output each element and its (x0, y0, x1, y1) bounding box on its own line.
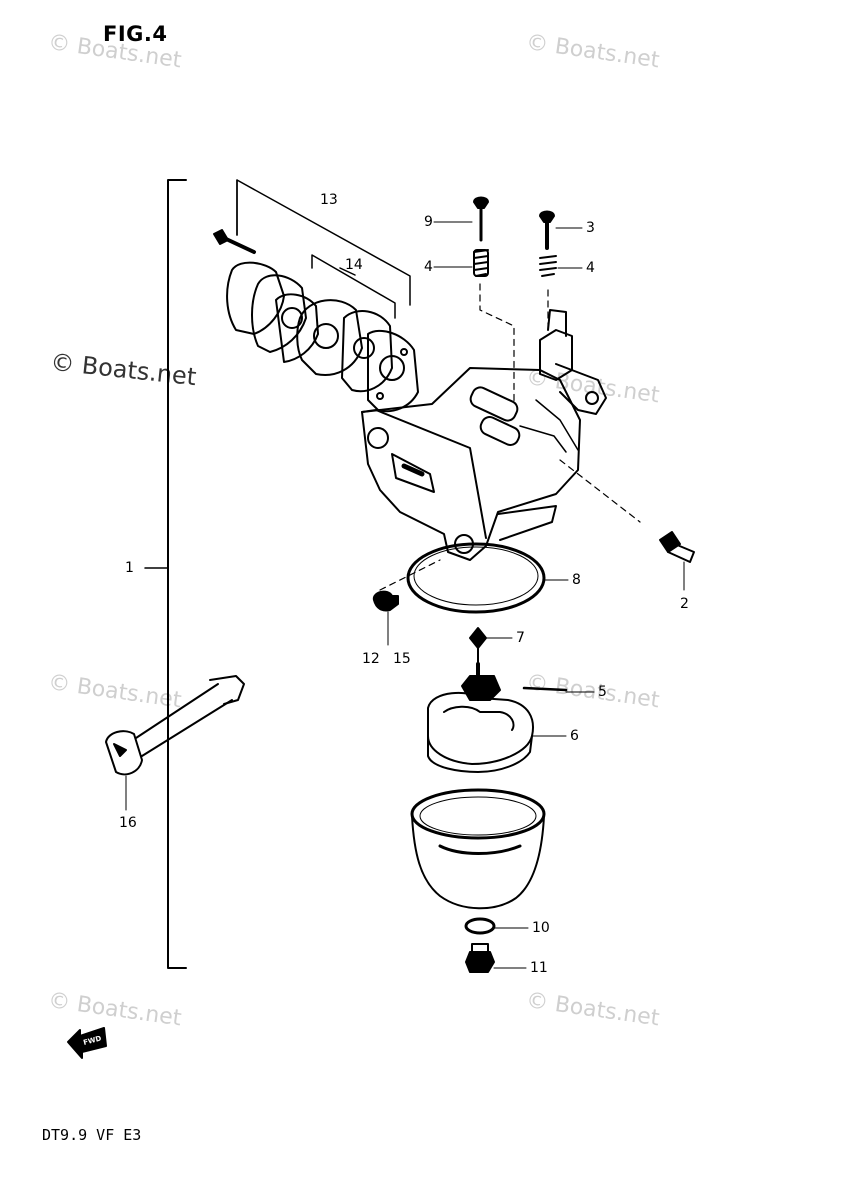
callout-7: 7 (516, 630, 525, 646)
callout-4-left: 4 (424, 259, 433, 275)
callout-8: 8 (572, 572, 581, 588)
bracket-14 (311, 254, 396, 319)
guide-lines (379, 283, 641, 591)
float-6 (427, 662, 534, 773)
screw-12-15 (372, 590, 399, 612)
choke-knob-16 (105, 675, 245, 776)
callout-2: 2 (680, 596, 689, 612)
pump-bolt (213, 229, 256, 254)
bracket-13 (236, 179, 411, 306)
callout-11: 11 (530, 960, 548, 976)
figure-title: FIG.4 (103, 22, 168, 46)
fuel-pump-assembly (226, 261, 419, 413)
assembly-bracket (144, 179, 187, 969)
carburetor-body (361, 309, 607, 561)
callout-16: 16 (119, 815, 137, 831)
model-code: DT9.9 VF E3 (42, 1126, 142, 1144)
gasket-10 (464, 917, 496, 935)
needle-valve-7 (469, 627, 487, 663)
callout-14: 14 (345, 257, 363, 273)
callout-3: 3 (586, 220, 595, 236)
pin-5 (522, 686, 568, 692)
spring-4-left (473, 249, 489, 277)
forward-arrow: FWD (67, 1027, 107, 1059)
callout-4-right: 4 (586, 260, 595, 276)
callout-15: 15 (393, 651, 411, 667)
callout-1: 1 (125, 560, 134, 576)
o-ring-8 (406, 542, 546, 614)
callout-13: 13 (320, 192, 338, 208)
callout-6: 6 (570, 728, 579, 744)
callout-9: 9 (424, 214, 433, 230)
spring-4-right (539, 255, 557, 277)
screw-3 (539, 210, 555, 250)
float-bowl (410, 788, 546, 910)
screw-9 (473, 196, 489, 242)
drain-screw-11 (465, 943, 495, 973)
leader-lines (125, 221, 685, 969)
callout-5: 5 (598, 684, 607, 700)
screw-2 (659, 531, 695, 563)
callout-10: 10 (532, 920, 550, 936)
callout-12: 12 (362, 651, 380, 667)
